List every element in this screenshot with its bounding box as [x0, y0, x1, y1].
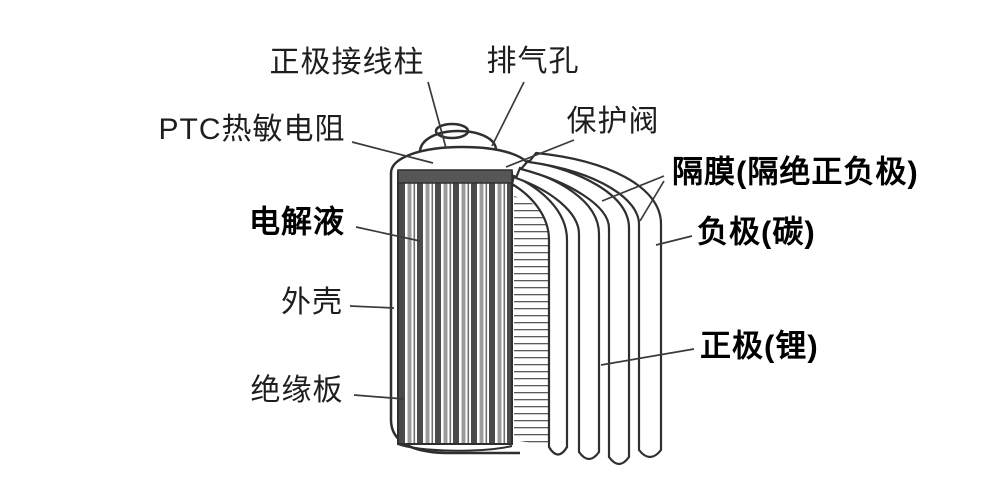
- sheet-2: [514, 166, 601, 461]
- label-positive-terminal: 正极接线柱: [269, 46, 425, 79]
- sheet-4: [526, 151, 663, 459]
- wound-electrode-face: [397, 171, 513, 445]
- leader-lines: [349, 81, 695, 400]
- label-negative-electrode: 负极(碳): [697, 214, 816, 250]
- leader-vent-hole: [491, 81, 525, 147]
- leader-insulation-plate: [353, 394, 405, 400]
- sheet-1: [510, 174, 569, 456]
- label-ptc-thermistor: PTC热敏电阻: [158, 113, 346, 146]
- label-shell: 外壳: [281, 286, 343, 319]
- leader-electrolyte: [355, 226, 421, 242]
- leader-positive-electrode: [600, 348, 695, 366]
- leader-separator-1: [601, 175, 665, 202]
- leader-negative-electrode: [655, 235, 693, 246]
- leader-positive-terminal: [427, 81, 447, 149]
- label-separator: 隔膜(隔绝正负极): [672, 154, 919, 190]
- leader-protection-valve: [505, 139, 575, 168]
- label-electrolyte: 电解液: [249, 204, 345, 240]
- leader-shell: [349, 305, 395, 309]
- label-protection-valve: 保护阀: [566, 105, 660, 138]
- top-collector-band: [397, 169, 513, 184]
- layer-edges-region: [514, 196, 549, 446]
- label-positive-electrode: 正极(锂): [700, 328, 819, 364]
- unrolled-sheets: [510, 151, 663, 466]
- positive-terminal-button: [434, 122, 470, 140]
- leader-separator-2: [639, 180, 665, 222]
- sheet-3: [519, 159, 631, 466]
- label-vent-hole: 排气孔: [486, 45, 580, 78]
- leader-ptc-thermistor: [351, 141, 434, 164]
- label-insulation-plate: 绝缘板: [250, 374, 344, 407]
